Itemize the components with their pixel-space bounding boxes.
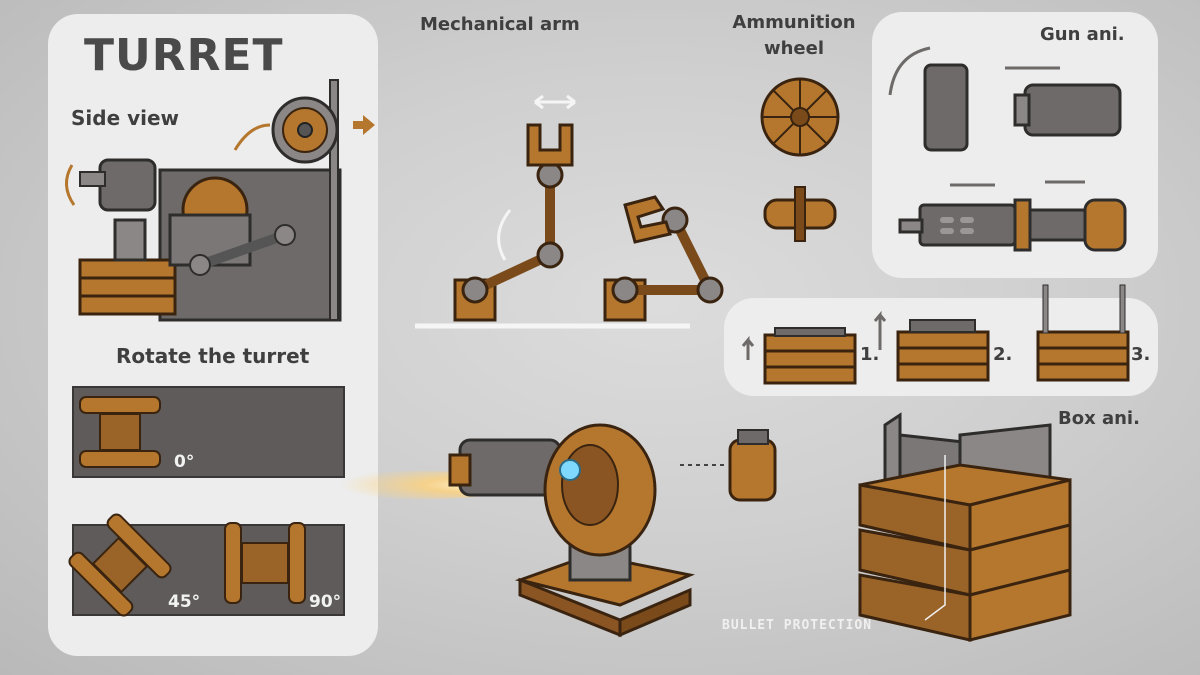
box-step-1: 1. [860,344,880,365]
angle-0: 0° [174,452,195,472]
turret-render [320,423,777,638]
ammunition-wheel-text: Ammunition wheel [732,12,856,59]
side-view-label: Side view [71,106,180,130]
ammunition-wheel-label: Ammunition wheel [724,10,864,62]
side-view-drawing [65,79,375,322]
mechanical-arm-drawing [415,94,724,329]
box-step-3: 3. [1131,344,1151,365]
turret-topview-0 [79,396,161,468]
ammunition-wheel-drawing [760,77,840,242]
box-render [858,412,1072,642]
rotate-arrow-icon [65,164,76,206]
angle-45: 45° [168,592,201,612]
gun-ani-drawing [888,46,1127,252]
box-ani-drawing [741,284,1130,385]
angle-90: 90° [309,592,342,612]
gun-ani-label: Gun ani. [1040,24,1125,45]
box-ani-label: Box ani. [1058,408,1140,429]
rotate-label: Rotate the turret [116,344,310,368]
up-arrow-icon [741,335,755,360]
box-step-2: 2. [993,344,1013,365]
curved-arrow-icon [888,46,931,96]
curved-arrow-icon [233,123,271,151]
turret-topview-45 [68,513,172,617]
mechanical-arm-label: Mechanical arm [420,14,580,35]
left-arrow-icon [353,115,375,135]
glow-eye [559,459,581,481]
sheet-title: TURRET [84,30,284,81]
crate [78,258,177,316]
turret-topview-90 [224,522,306,604]
bullet-protection-label: BULLET PROTECTION [722,618,873,633]
double-arrow-icon [534,94,576,110]
